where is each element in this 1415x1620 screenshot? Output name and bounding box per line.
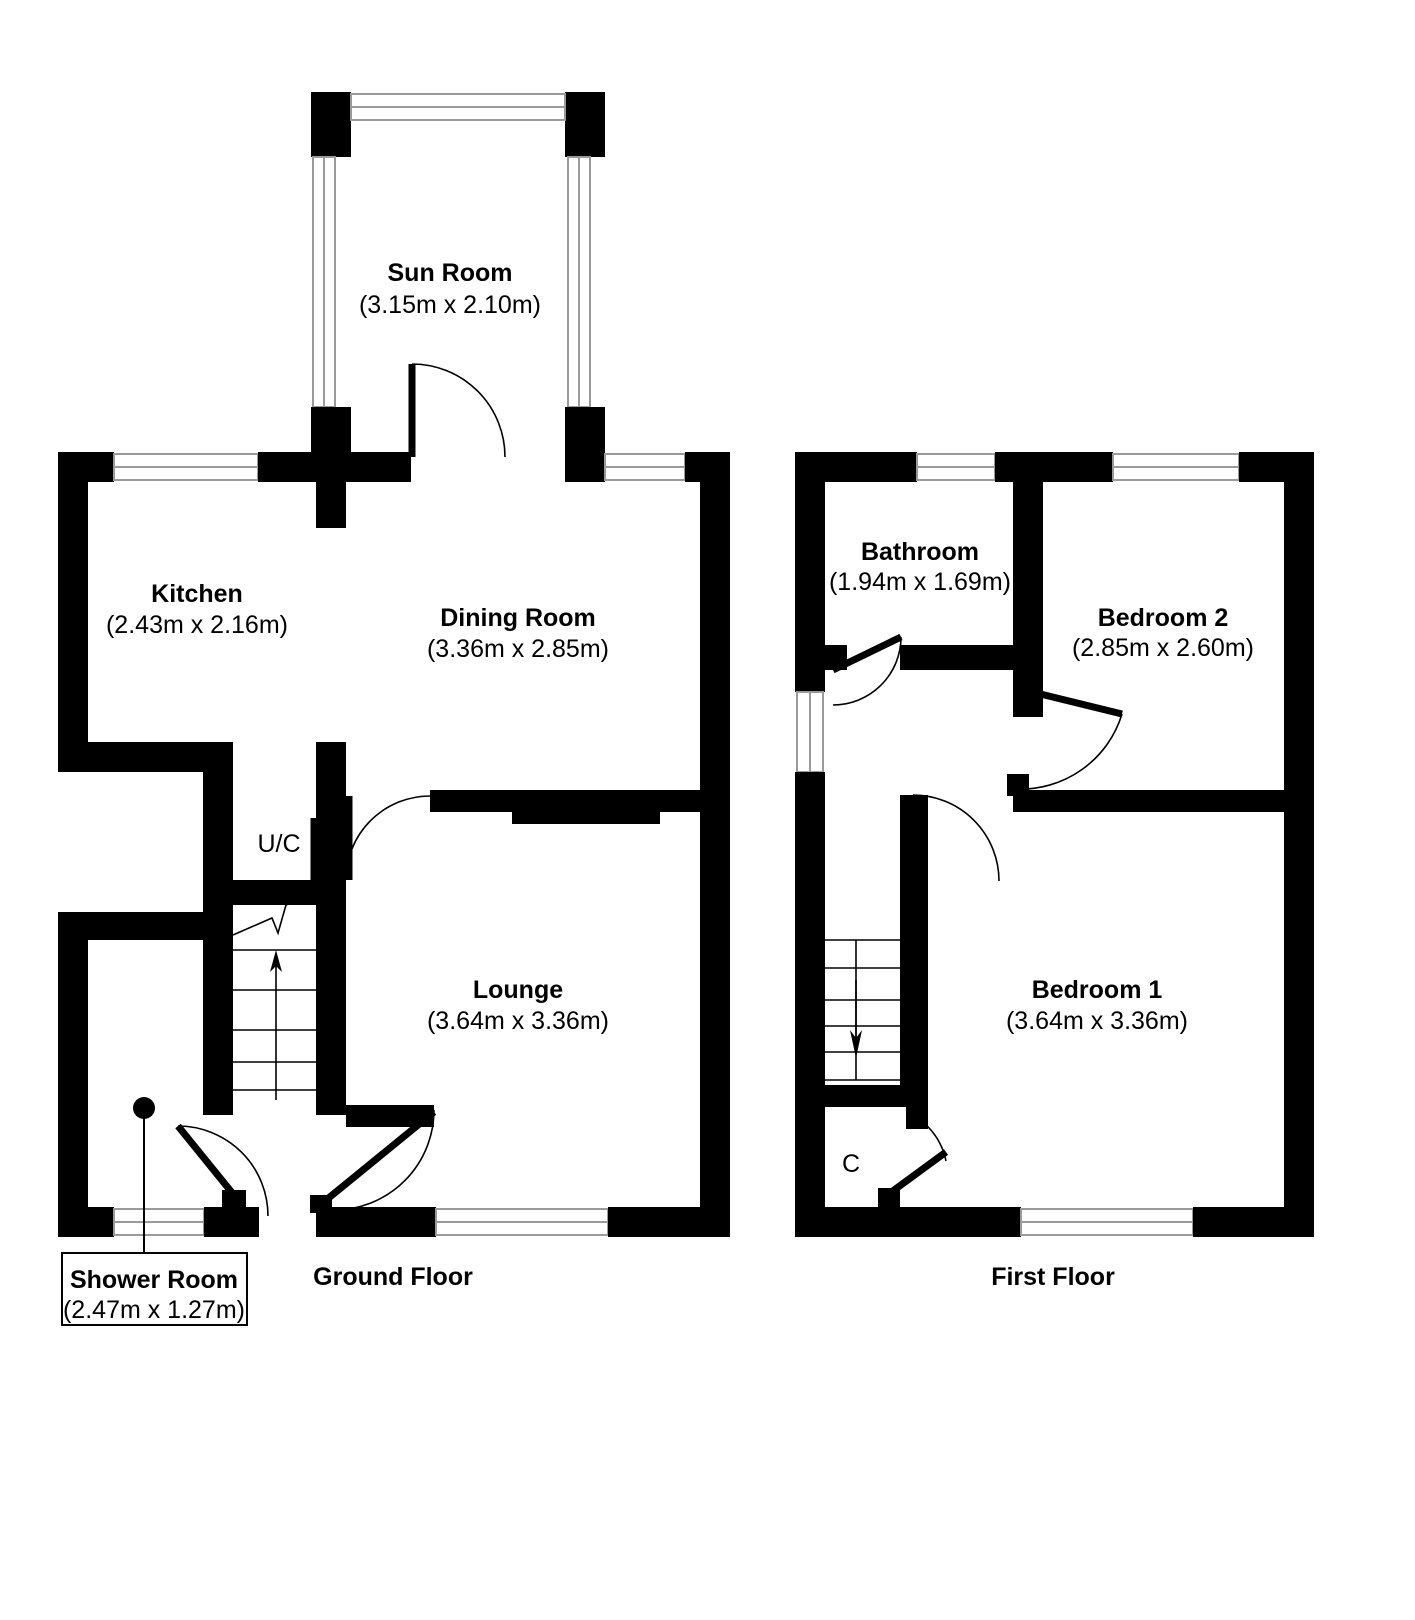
sun-room-wall-top-right — [565, 92, 605, 157]
first-wall-bottom-b — [1193, 1207, 1314, 1237]
kitchen-divider-stub — [316, 482, 346, 528]
bathroom-door-leaf — [831, 633, 903, 674]
bedroom2-door-frame-angled — [1015, 684, 1123, 718]
uc-wall-bottom — [233, 880, 346, 905]
first-wall-right — [1284, 452, 1314, 1237]
ground-floor-plan: Sun Room (3.15m x 2.10m) — [58, 92, 730, 1326]
shower-room-callout: Shower Room (2.47m x 1.27m) — [61, 1097, 248, 1326]
first-floor-staircase — [825, 939, 900, 1081]
ground-wall-top-c — [565, 452, 605, 482]
ground-floor-walls: Kitchen (2.43m x 2.16m) Dining Room (3.3… — [58, 452, 730, 1237]
bathroom-dimensions: (1.94m x 1.69m) — [829, 568, 1011, 596]
ground-wall-top-b — [258, 452, 411, 482]
dining-room-dimensions: (3.36m x 2.85m) — [427, 635, 609, 663]
stair-direction-arrow-up — [270, 950, 282, 972]
sun-room-label: Sun Room — [388, 259, 513, 287]
hall-stub-top — [316, 742, 346, 782]
bedroom-2-dimensions: (2.85m x 2.60m) — [1072, 634, 1254, 662]
kitchen-dimensions: (2.43m x 2.16m) — [106, 611, 288, 639]
cupboard-label: C — [842, 1150, 860, 1178]
hall-wall-bottom-right — [346, 1105, 434, 1127]
first-wall-bottom-a — [795, 1207, 1021, 1237]
stairwell-wall-right — [316, 905, 346, 1115]
under-stairs-cupboard-label: U/C — [257, 830, 300, 858]
sun-room-door-swing — [411, 363, 506, 458]
kitchen-wall-right-step — [203, 742, 233, 917]
shower-room-dimensions: (2.47m x 1.27m) — [63, 1296, 245, 1324]
bathroom-door-swing — [832, 636, 902, 706]
shower-room-callout-box — [61, 1252, 248, 1326]
shower-room-door-hinge — [222, 1190, 246, 1212]
bedroom-2-label: Bedroom 2 — [1098, 604, 1229, 632]
bathroom-label: Bathroom — [861, 538, 979, 566]
sun-room-structure: Sun Room (3.15m x 2.10m) — [311, 92, 605, 458]
ground-floor-title: Ground Floor — [313, 1263, 473, 1291]
ground-wall-bottom-a — [316, 1207, 436, 1237]
kitchen-label: Kitchen — [151, 580, 243, 608]
ground-wall-bottom-b — [608, 1207, 730, 1237]
first-floor-plan: Bathroom (1.94m x 1.69m) Bedroom 2 (2.85… — [795, 452, 1314, 1291]
bedroom2-door-hinge — [1007, 774, 1029, 796]
first-wall-top-b — [995, 452, 1113, 482]
cupboard-door-hinge-bottom — [878, 1188, 900, 1210]
shower-room-door-swing — [177, 1125, 269, 1217]
front-door-leaf — [317, 1109, 437, 1208]
sun-room-wall-bottom-left — [311, 407, 351, 457]
sun-room-dimensions: (3.15m x 2.10m) — [359, 291, 541, 319]
front-door-swing — [333, 1109, 435, 1211]
stair-break-line — [232, 889, 323, 936]
front-door-hinge — [310, 1195, 332, 1213]
lounge-label: Lounge — [473, 976, 563, 1004]
ground-wall-left-kitchen — [58, 452, 88, 772]
cupboard-door-hinge-top — [906, 1107, 928, 1129]
uc-door-swing — [315, 817, 326, 881]
first-wall-left-lower — [795, 772, 825, 1237]
bedroom2-wall-bottom — [1013, 790, 1284, 812]
ground-wall-right — [700, 452, 730, 1237]
cupboard-door-leaf — [887, 1149, 949, 1196]
stair-direction-arrow-down — [850, 1030, 862, 1058]
landing-wall-bottom — [825, 1085, 928, 1107]
bathroom-wall-bottom — [900, 645, 1043, 670]
shower-room-label: Shower Room — [70, 1266, 238, 1294]
dining-room-label: Dining Room — [440, 604, 596, 632]
sun-room-wall-bottom-right — [565, 407, 605, 457]
bedroom-1-dimensions: (3.64m x 3.36m) — [1006, 1007, 1188, 1035]
sun-room-wall-top-left — [311, 92, 351, 157]
bedroom-1-label: Bedroom 1 — [1032, 976, 1163, 1004]
shower-room-wall-left — [58, 912, 88, 1237]
bedroom1-door-swing — [912, 794, 1000, 882]
first-floor-title: First Floor — [991, 1263, 1115, 1291]
lounge-dimensions: (3.64m x 3.36m) — [427, 1007, 609, 1035]
shower-room-wall-bottom-a — [58, 1207, 114, 1237]
chimney-breast — [512, 790, 660, 824]
ground-floor-staircase — [232, 889, 323, 1100]
bedroom2-door-swing — [1015, 713, 1123, 790]
